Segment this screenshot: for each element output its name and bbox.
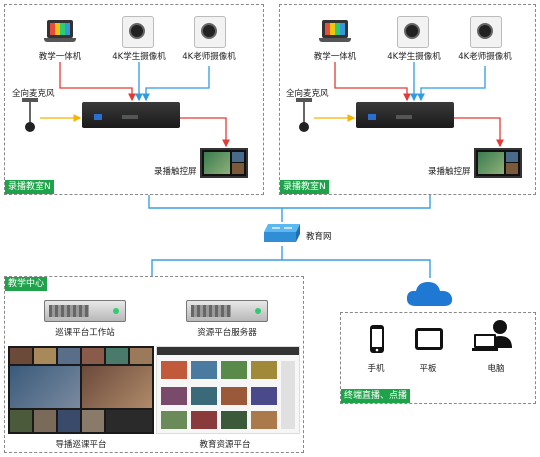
tablet-icon: [414, 326, 444, 352]
student-camera-icon: [395, 14, 429, 48]
teaching-pc-label: 教学一体机: [313, 52, 357, 62]
resource-platform-screenshot: [156, 346, 300, 434]
terminals-panel: 终端直播、点播: [340, 312, 536, 404]
phone-icon: [366, 324, 388, 354]
computer-label: 电脑: [487, 364, 505, 374]
patrol-platform-screenshot: [8, 346, 154, 434]
network-switch-icon: [262, 222, 302, 246]
teacher-camera-icon: [468, 14, 502, 48]
microphone-label: 全向麦克风: [12, 89, 55, 99]
terminals-tag: 终端直播、点播: [341, 389, 411, 403]
resource-server-icon: [186, 300, 268, 322]
touch-screen-right-label: 录播触控屏: [428, 167, 471, 177]
teacher-camera-label: 4K老师摄像机: [182, 52, 236, 62]
touch-screen-right-icon: [474, 148, 522, 178]
patrol-platform-label: 导播巡课平台: [55, 440, 107, 450]
student-camera-icon: [120, 14, 154, 48]
teaching-pc-icon: [44, 20, 76, 44]
classroom-left-tag: 录播教室N: [5, 180, 54, 194]
network-label: 教育网: [306, 232, 332, 242]
teacher-camera-icon: [192, 14, 226, 48]
touch-screen-left-icon: [200, 148, 248, 178]
phone-label: 手机: [367, 364, 385, 374]
server-label: 资源平台服务器: [197, 328, 257, 338]
teaching-pc-label: 教学一体机: [38, 52, 82, 62]
teacher-camera-label: 4K老师摄像机: [458, 52, 512, 62]
teaching-pc-icon: [319, 20, 351, 44]
student-camera-label: 4K学生摄像机: [112, 52, 166, 62]
teaching-center-panel: 教学中心: [4, 276, 304, 453]
workstation-label: 巡课平台工作站: [55, 328, 115, 338]
microphone-icon: [22, 98, 38, 134]
tablet-label: 平板: [419, 364, 437, 374]
teaching-center-tag: 教学中心: [5, 277, 48, 291]
recorder-box-left: [82, 102, 180, 128]
touch-screen-left-label: 录播触控屏: [154, 167, 197, 177]
classroom-right-tag: 录播教室N: [280, 180, 329, 194]
classroom-left-panel: 录播教室N: [4, 4, 264, 195]
resource-platform-label: 教育资源平台: [199, 440, 251, 450]
recorder-box-right: [356, 102, 454, 128]
microphone-icon: [296, 98, 312, 134]
classroom-right-panel: 录播教室N: [279, 4, 536, 195]
microphone-label: 全向麦克风: [286, 89, 329, 99]
computer-user-icon: [470, 318, 518, 356]
workstation-server-icon: [44, 300, 126, 322]
student-camera-label: 4K学生摄像机: [387, 52, 441, 62]
cloud-icon: [404, 278, 456, 310]
